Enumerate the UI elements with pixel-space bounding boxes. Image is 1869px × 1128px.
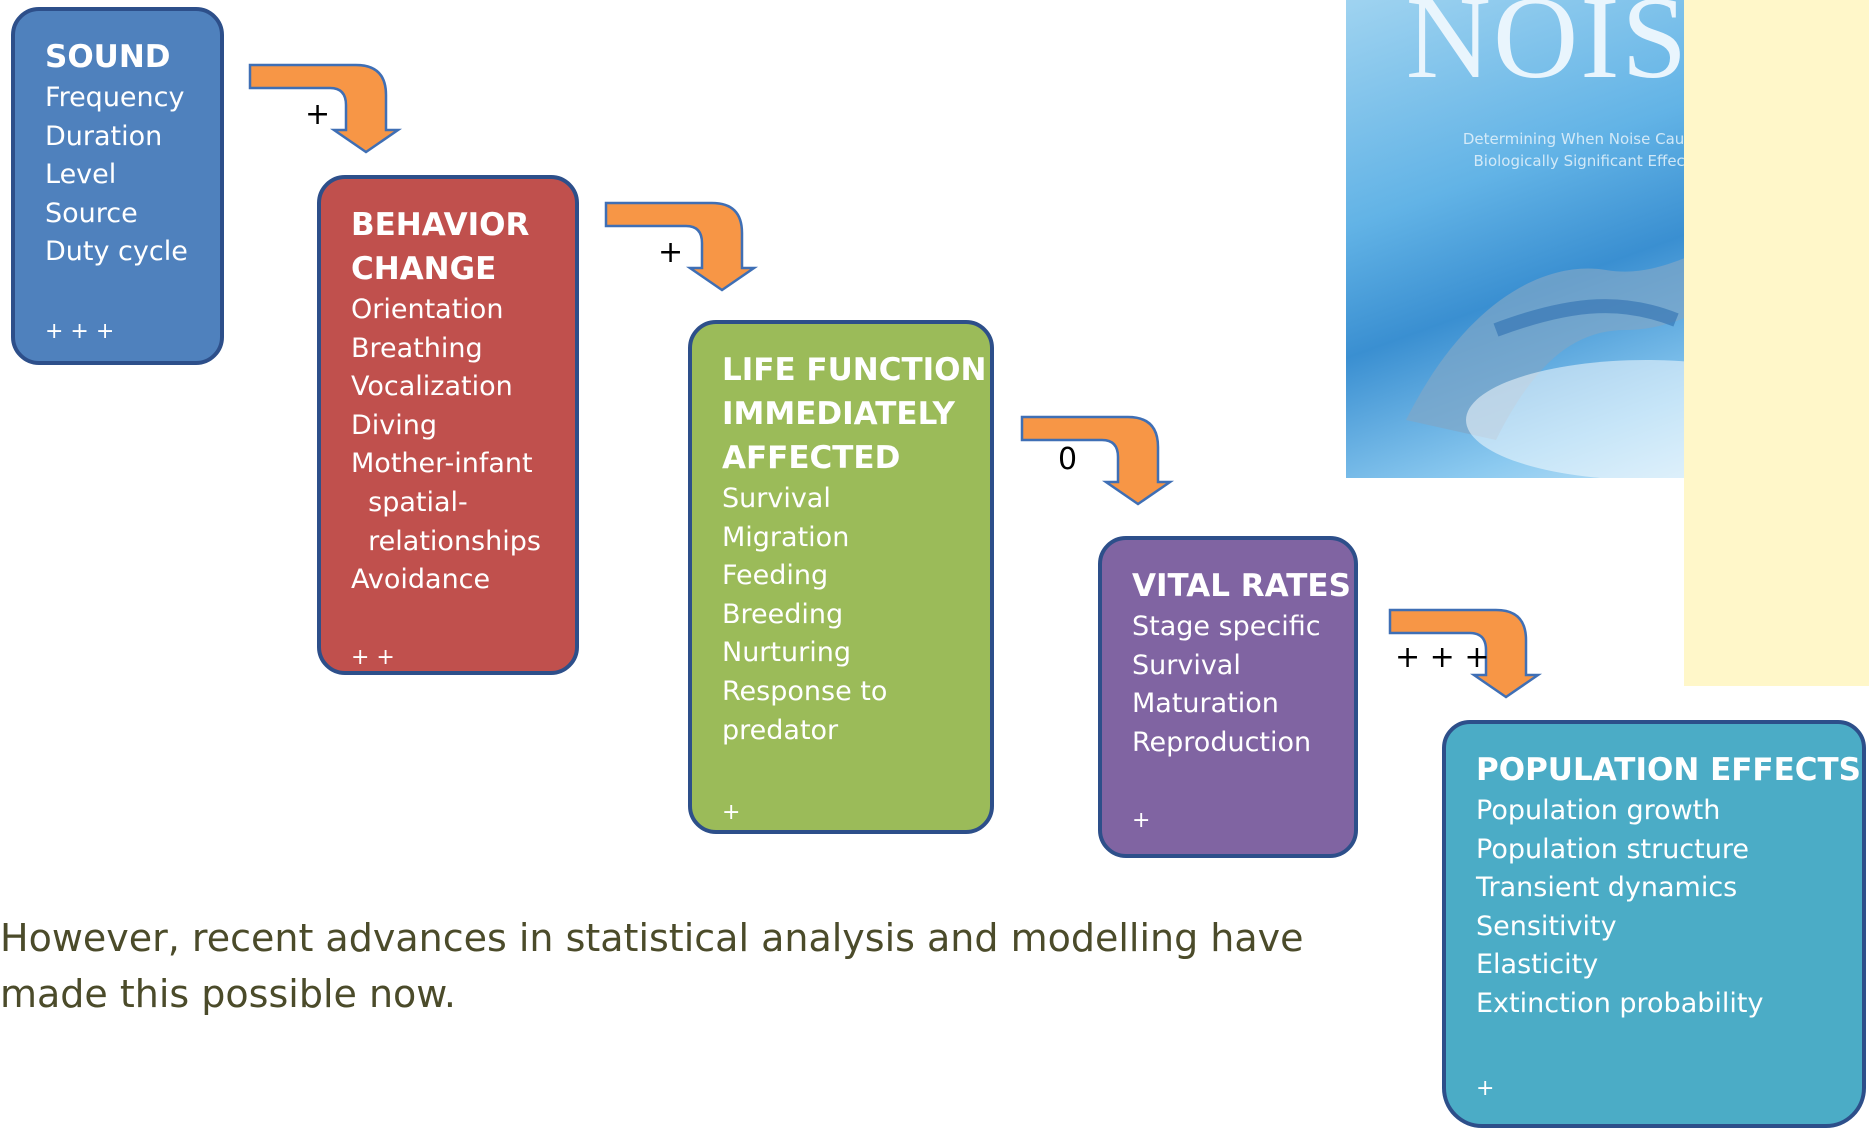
- box-list-item: Diving: [351, 409, 438, 441]
- behavior-title: BEHAVIOR CHANGE: [351, 203, 575, 291]
- box-title-line: IMMEDIATELY: [722, 396, 955, 432]
- population-rating: +: [1476, 1076, 1495, 1101]
- box-list-item: Duration: [45, 120, 163, 152]
- arrow-behavior-to-life: [604, 201, 759, 292]
- box-list-item: Sensitivity: [1476, 910, 1617, 942]
- bent-arrow: [248, 63, 403, 154]
- box-list-item: predator: [722, 714, 839, 746]
- bent-arrow: [604, 201, 759, 292]
- sound-rating: + + +: [45, 319, 115, 344]
- box-list-item: Source: [45, 197, 138, 229]
- life-function-rating: +: [722, 800, 741, 825]
- connector-label-4: + + +: [1395, 640, 1490, 675]
- box-list-item: Level: [45, 159, 117, 191]
- box-list-item: Mother-infant: [351, 448, 533, 480]
- bent-arrow: [1020, 415, 1175, 506]
- connector-label-2: +: [658, 235, 684, 270]
- bent-arrow: [1388, 608, 1543, 699]
- box-list-item: Extinction probability: [1476, 987, 1764, 1019]
- connector-label-1: +: [305, 97, 331, 132]
- box-list-item: spatial-: [351, 486, 468, 518]
- box-title-line: AFFECTED: [722, 440, 901, 476]
- box-title-line: SOUND: [45, 39, 171, 75]
- population-title: POPULATION EFFECTS: [1476, 748, 1862, 792]
- sound-title: SOUND: [45, 35, 220, 79]
- box-title-line: CHANGE: [351, 251, 497, 287]
- box-list-item: Duty cycle: [45, 236, 188, 268]
- vital-rates-rating: +: [1132, 808, 1151, 833]
- box-list-item: Nurturing: [722, 637, 851, 669]
- box-title-line: VITAL RATES: [1132, 568, 1351, 604]
- behavior-rating: + +: [351, 645, 395, 670]
- arrow-sound-to-behavior: [248, 63, 403, 154]
- life-function-box: LIFE FUNCTION IMMEDIATELY AFFECTED Surviva…: [688, 320, 994, 834]
- box-list-item: Survival: [722, 483, 831, 514]
- vital-rates-title: VITAL RATES: [1132, 564, 1354, 608]
- box-list-item: Stage specific: [1132, 611, 1321, 642]
- box-list-item: Frequency: [45, 82, 185, 113]
- note-panel: [1684, 0, 1869, 686]
- box-list-item: Vocalization: [351, 371, 513, 403]
- box-list-item: Orientation: [351, 294, 504, 325]
- arrow-life-to-vital: [1020, 415, 1175, 506]
- box-title-line: LIFE FUNCTION: [722, 352, 987, 388]
- box-list-item: Migration: [722, 521, 850, 553]
- box-list-item: Maturation: [1132, 688, 1279, 720]
- box-list-item: Feeding: [722, 560, 829, 592]
- arrow-vital-to-population: [1388, 608, 1543, 699]
- box-list-item: Breeding: [722, 598, 844, 630]
- connector-label-3: 0: [1058, 442, 1078, 477]
- life-function-title: LIFE FUNCTION IMMEDIATELY AFFECTED: [722, 348, 990, 480]
- box-list-item: Survival: [1132, 649, 1241, 681]
- box-list-item: Population structure: [1476, 833, 1749, 865]
- box-title-line: POPULATION EFFECTS: [1476, 752, 1862, 788]
- box-list-item: Elasticity: [1476, 949, 1599, 981]
- box-list-item: Response to: [722, 675, 888, 707]
- box-list-item: Reproduction: [1132, 726, 1312, 758]
- box-list-item: Transient dynamics: [1476, 872, 1738, 904]
- box-list-item: Population growth: [1476, 795, 1721, 826]
- box-title-line: BEHAVIOR: [351, 207, 530, 243]
- box-list-item: Breathing: [351, 332, 483, 364]
- box-list-item: relationships: [351, 525, 541, 557]
- cover-subtitle: Determining When Noise Causes Biological…: [1462, 130, 1710, 170]
- caption-text: However, recent advances in statistical …: [0, 916, 1304, 1016]
- box-list-item: Avoidance: [351, 564, 491, 596]
